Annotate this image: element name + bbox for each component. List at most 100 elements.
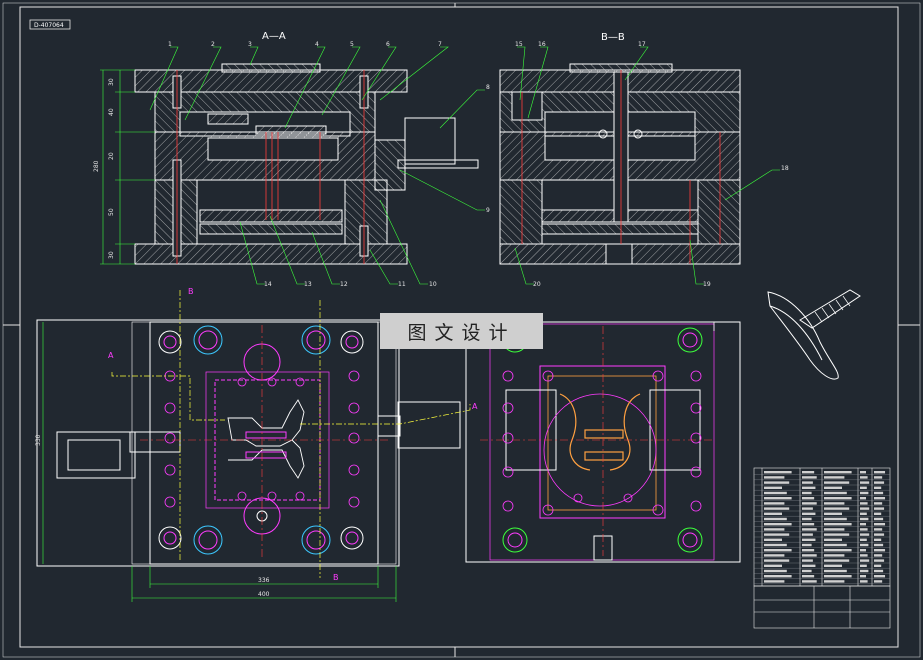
balloons-aa: 1 2 3 4 5 6 7 8 9 10 11 12 13 14: [168, 41, 490, 288]
balloon-20: 20: [533, 281, 541, 288]
dim-30-top: 30: [108, 78, 115, 86]
parts-list-cell: [860, 523, 866, 526]
parts-list-cell: [824, 533, 850, 536]
parts-list-cell: [824, 523, 852, 526]
balloon-11: 11: [398, 281, 406, 288]
parts-list-cell: [764, 564, 782, 567]
dim-40: 40: [108, 108, 115, 116]
cut-a-left: A: [108, 351, 114, 360]
parts-list-cell: [764, 491, 787, 495]
balloon-10: 10: [429, 281, 437, 288]
parts-list-cell: [824, 481, 850, 484]
parts-list-cell: [802, 538, 816, 541]
parts-list-cell: [802, 476, 817, 479]
code-box: D-407064: [29, 19, 71, 30]
parts-list-cell: [824, 554, 845, 557]
parts-list-cell: [860, 569, 869, 573]
balloon-6: 6: [386, 41, 390, 48]
parts-list-cell: [824, 471, 852, 474]
parts-list-cell: [764, 575, 792, 578]
plan-view-left: A A B B 336 400 330: [35, 287, 478, 602]
parts-list-cell: [802, 575, 815, 578]
dim-400: 400: [258, 591, 270, 598]
parts-list-cell: [764, 549, 792, 552]
balloons-bb: 15 16 17 18 19 20: [515, 41, 789, 288]
plan-view-right: [465, 321, 741, 563]
parts-list-cell: [764, 559, 790, 562]
balloon-4: 4: [315, 41, 319, 48]
parts-list-cell: [874, 481, 885, 484]
parts-list-cell: [764, 512, 782, 515]
parts-list-cell: [824, 507, 850, 510]
parts-list-cell: [860, 507, 870, 510]
parts-list-cell: [764, 569, 787, 573]
balloon-3: 3: [248, 41, 252, 48]
parts-list-cell: [860, 559, 870, 562]
parts-list-cell: [802, 517, 812, 521]
parts-list-cell: [824, 497, 852, 500]
watermark-label: 图文设计: [380, 313, 543, 349]
parts-list-cell: [764, 502, 785, 505]
parts-list-cell: [764, 497, 792, 500]
parts-list-cell: [874, 471, 886, 474]
parts-list-cell: [874, 517, 884, 521]
balloon-5: 5: [350, 41, 354, 48]
balloon-15: 15: [515, 41, 523, 48]
parts-list-cell: [860, 481, 870, 484]
section-bb-view: B—B 15 16: [499, 32, 789, 288]
dim-50: 50: [108, 208, 115, 216]
dim-20: 20: [108, 152, 115, 160]
parts-list-cell: [874, 507, 885, 510]
parts-list-cell: [802, 533, 813, 536]
parts-list-cell: [874, 538, 882, 541]
parts-list-cell: [874, 476, 883, 479]
parts-list-cell: [802, 502, 817, 505]
dim-330: 330: [35, 434, 42, 446]
parts-list-cell: [874, 533, 885, 536]
parts-list-cell: [860, 554, 868, 557]
parts-list-cell: [824, 491, 847, 495]
parts-list-cell: [802, 497, 815, 500]
section-aa-title: A—A: [262, 31, 286, 42]
parts-list-cell: [874, 528, 883, 531]
section-bb-title: B—B: [601, 32, 625, 43]
dim-30-bottom: 30: [108, 251, 115, 259]
parts-list-cell: [860, 486, 867, 489]
parts-list-cell: [874, 559, 885, 562]
parts-list-cell: [874, 543, 884, 547]
balloon-14: 14: [264, 281, 272, 288]
balloon-16: 16: [538, 41, 546, 48]
parts-list-cell: [874, 523, 886, 526]
title-block: [753, 467, 891, 629]
parts-list-cell: [764, 528, 785, 531]
balloon-7: 7: [438, 41, 442, 48]
parts-list-cell: [860, 564, 867, 567]
parts-list-cell: [824, 528, 845, 531]
parts-list-cell: [802, 512, 816, 515]
parts-list-cell: [874, 497, 886, 500]
parts-list-cell: [764, 554, 785, 557]
parts-list-cell: [824, 569, 847, 573]
parts-list-cell: [874, 554, 883, 557]
cut-a-right: A: [472, 402, 478, 411]
parts-list-cell: [764, 533, 790, 536]
balloon-12: 12: [340, 281, 348, 288]
parts-list-cell: [860, 528, 868, 531]
parts-list-cell: [874, 580, 883, 583]
parts-list-cell: [802, 481, 813, 484]
parts-list-cell: [874, 564, 882, 567]
parts-list-cell: [802, 580, 817, 583]
parts-list-cell: [874, 569, 884, 573]
parts-list-cell: [764, 580, 785, 583]
dim-280: 280: [93, 160, 100, 172]
parts-list-cell: [824, 502, 845, 505]
parts-list-cell: [860, 517, 869, 521]
parts-list-cell: [802, 554, 817, 557]
balloon-2: 2: [211, 41, 215, 48]
parts-list-cell: [824, 543, 847, 547]
parts-list-cell: [860, 543, 869, 547]
balloon-19: 19: [703, 281, 711, 288]
